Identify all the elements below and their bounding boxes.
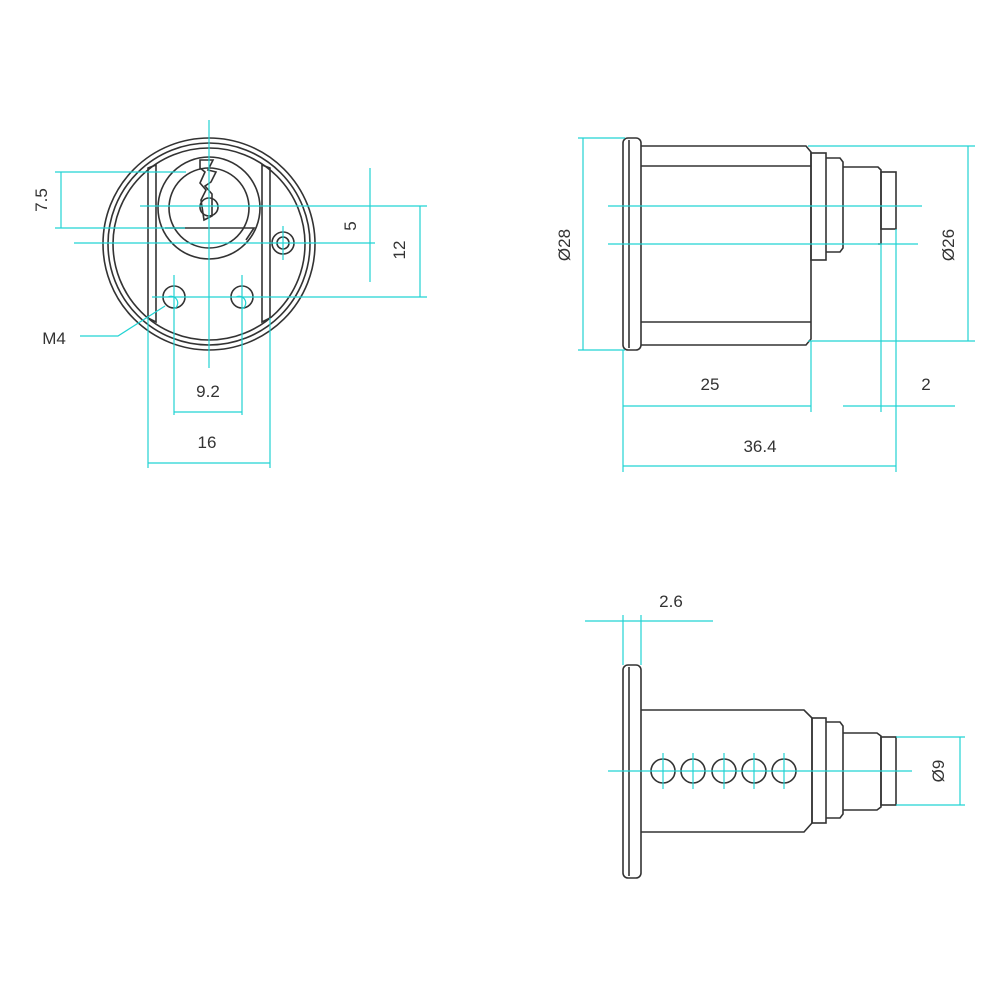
front-view: 7.5 5 12 9.2 16 M4 [32, 120, 427, 468]
bottom-view-dimension-lines [585, 615, 965, 806]
dim-tip-diameter-label: Ø9 [929, 760, 948, 783]
thread-callout-label: M4 [42, 329, 66, 348]
dim-hole-vertical-label: 12 [390, 241, 409, 260]
side-view-dimension-lines [578, 137, 975, 472]
dim-flange-thickness-label: 2.6 [659, 592, 683, 611]
bottom-view: 2.6 Ø9 [585, 592, 965, 879]
dim-offset-label: 5 [341, 221, 360, 230]
dim-overall-length-label: 36.4 [743, 437, 776, 456]
dim-key-height-label: 7.5 [32, 188, 51, 212]
dim-flange-diameter-label: Ø28 [555, 229, 574, 261]
side-view: Ø28 Ø26 25 2 36.4 [555, 137, 975, 472]
front-view-dimension-lines [55, 120, 427, 468]
dim-hole-spacing-label: 9.2 [196, 382, 220, 401]
dim-plate-width-label: 16 [198, 433, 217, 452]
dim-tip-length-label: 2 [921, 375, 930, 394]
dim-body-length-label: 25 [701, 375, 720, 394]
dim-body-diameter-label: Ø26 [939, 229, 958, 261]
